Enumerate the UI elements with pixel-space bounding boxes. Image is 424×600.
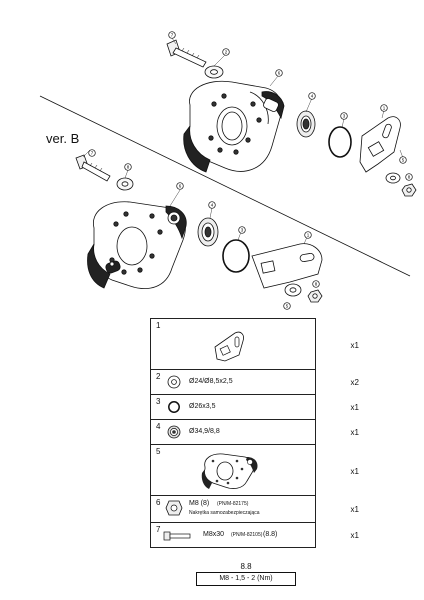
nut-icon: [307, 289, 323, 303]
part-number: 2: [156, 372, 161, 381]
bolt-icon: [163, 531, 191, 541]
table-row: 5 x1: [150, 444, 359, 496]
svg-text:4: 4: [311, 94, 314, 99]
svg-text:6: 6: [278, 71, 281, 76]
part-number: 7: [156, 525, 161, 534]
table-row: 3 Ø26x3,5 x1: [150, 394, 359, 420]
variant-label: ver. B: [46, 131, 80, 146]
part-spec: Ø26x3,5: [189, 403, 216, 410]
part-number: 1: [156, 321, 161, 330]
nut-icon: [165, 500, 183, 516]
part-description: Nakrętka samozabezpieczająca: [189, 510, 260, 516]
clamp-body-icon: [201, 453, 258, 489]
part-spec: Ø24/Ø8,5x2,5: [189, 378, 233, 385]
part-spec: M8x30: [203, 531, 225, 538]
part-qty: x1: [350, 467, 359, 476]
o-ring-icon: [168, 401, 180, 413]
table-row: 4 Ø34,9/8,8 x1: [150, 419, 359, 445]
part-qty: x1: [350, 403, 359, 412]
section-divider-line: [39, 95, 411, 277]
part-qty: x1: [350, 505, 359, 514]
washer-icon: [167, 375, 181, 389]
top-assembly: [166, 39, 417, 197]
ver-b-assembly: [75, 154, 323, 303]
svg-text:5: 5: [286, 304, 289, 309]
bearing-icon: [167, 425, 181, 439]
part-qty: x2: [350, 378, 359, 387]
part-spec: M8 (8): [189, 500, 210, 507]
clamp-body-icon: [183, 80, 285, 173]
svg-text:1: 1: [307, 233, 310, 238]
svg-text:3: 3: [343, 114, 346, 119]
bolt-icon: [166, 39, 207, 68]
o-ring-icon: [328, 126, 352, 158]
torque-value: M8 - 1,5 - 2 (Nm): [196, 572, 296, 586]
svg-text:1: 1: [383, 106, 386, 111]
svg-text:2: 2: [225, 50, 228, 55]
part-standard: (PN/M-82105): [231, 532, 263, 538]
part-standard: (PN/M-82175): [217, 501, 249, 507]
washer-icon: [204, 65, 224, 79]
o-ring-icon: [222, 239, 250, 273]
nut-icon: [385, 172, 417, 197]
part-spec: Ø34,9/8,8: [189, 428, 220, 435]
part-qty: x1: [350, 531, 359, 540]
svg-text:5: 5: [402, 158, 405, 163]
bracket-icon: [214, 331, 244, 362]
bracket-icon: [251, 243, 323, 289]
washer-icon: [284, 283, 302, 297]
parts-list-table: 1 x1 2 Ø24/Ø8,5x2,5 x2 3 Ø26x3,5 x1 4 Ø3…: [150, 318, 359, 548]
bracket-icon: [359, 116, 401, 173]
bolt-icon: [75, 154, 111, 182]
ver-b-callouts: 7 8 6 4 3 1 5 8: [82, 149, 320, 310]
svg-text:8: 8: [315, 282, 318, 287]
table-row: 7 M8x30 (PN/M-82105) (8.8) x1: [150, 522, 359, 548]
part-number: 5: [156, 447, 161, 456]
svg-text:8: 8: [408, 175, 411, 180]
table-row: 1 x1: [150, 318, 359, 370]
table-row: 6 M8 (8) (PN/M-82175) Nakrętka samozabez…: [150, 495, 359, 523]
part-number: 4: [156, 422, 161, 431]
table-row: 2 Ø24/Ø8,5x2,5 x2: [150, 369, 359, 395]
part-grade: (8.8): [263, 531, 278, 538]
bolt-grade: 8.8: [240, 562, 252, 571]
part-number: 3: [156, 397, 161, 406]
part-qty: x1: [350, 428, 359, 437]
svg-text:7: 7: [91, 151, 94, 156]
svg-text:4: 4: [211, 203, 214, 208]
svg-text:7: 7: [171, 33, 174, 38]
torque-spec: 8.8 M8 - 1,5 - 2 (Nm): [196, 562, 296, 586]
part-qty: x1: [350, 341, 359, 350]
bearing-icon: [197, 217, 219, 247]
svg-text:3: 3: [241, 228, 244, 233]
clamp-body-icon: [87, 201, 187, 289]
svg-text:8: 8: [127, 165, 130, 170]
svg-text:6: 6: [179, 184, 182, 189]
bearing-icon: [296, 110, 316, 138]
top-callouts: 7 2 6 4 3 1 5 8: [168, 31, 413, 181]
washer-icon: [116, 177, 134, 191]
part-number: 6: [156, 498, 161, 507]
